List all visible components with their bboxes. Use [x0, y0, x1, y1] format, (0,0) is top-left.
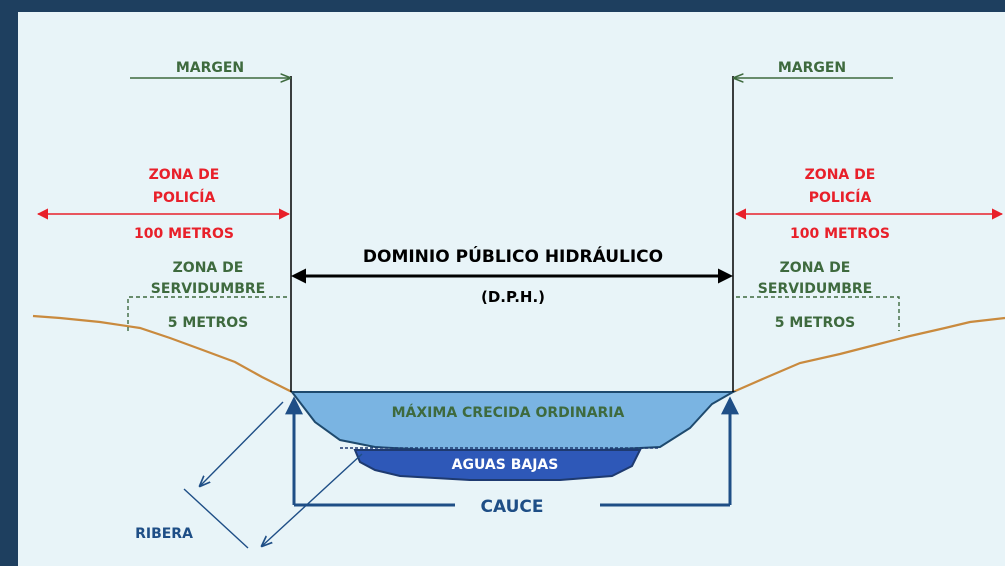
policia-distance-right: 100 METROS	[790, 226, 890, 242]
zona-policia-right-line1: ZONA DE	[805, 167, 876, 183]
ribera-arrow-lower	[262, 453, 363, 546]
ground-profile-left	[32, 314, 293, 393]
ribera-label: RIBERA	[135, 526, 193, 542]
top-frame-bar	[0, 0, 1005, 12]
margen-label-left: MARGEN	[176, 60, 244, 76]
margen-label-right: MARGEN	[778, 60, 846, 76]
ribera-connector	[183, 488, 249, 549]
ribera-arrow-upper	[200, 401, 284, 486]
zona-policia-left-line2: POLICÍA	[153, 189, 216, 206]
servidumbre-bracket-right	[736, 296, 900, 331]
servidumbre-distance-left: 5 METROS	[168, 315, 248, 331]
dph-title: DOMINIO PÚBLICO HIDRÁULICO	[363, 245, 663, 267]
zona-servidumbre-right-line1: ZONA DE	[780, 260, 851, 276]
cauce-label: CAUCE	[480, 497, 543, 517]
zona-policia-left-line1: ZONA DE	[149, 167, 220, 183]
dph-abbreviation: (D.P.H.)	[481, 288, 545, 306]
left-frame-bar	[0, 0, 18, 566]
zona-servidumbre-left-line2: SERVIDUMBRE	[151, 281, 265, 297]
maxima-crecida-water	[289, 391, 737, 453]
zona-policia-right-line2: POLICÍA	[809, 189, 872, 206]
policia-distance-left: 100 METROS	[134, 226, 234, 242]
maxima-crecida-label: MÁXIMA CRECIDA ORDINARIA	[392, 404, 625, 421]
ground-profile-right	[732, 316, 1005, 394]
servidumbre-bracket-left	[127, 296, 288, 331]
zona-servidumbre-right-line2: SERVIDUMBRE	[758, 281, 872, 297]
servidumbre-distance-right: 5 METROS	[775, 315, 855, 331]
aguas-bajas-label: AGUAS BAJAS	[452, 457, 559, 473]
zona-servidumbre-left-line1: ZONA DE	[173, 260, 244, 276]
aguas-bajas-water	[353, 449, 642, 481]
